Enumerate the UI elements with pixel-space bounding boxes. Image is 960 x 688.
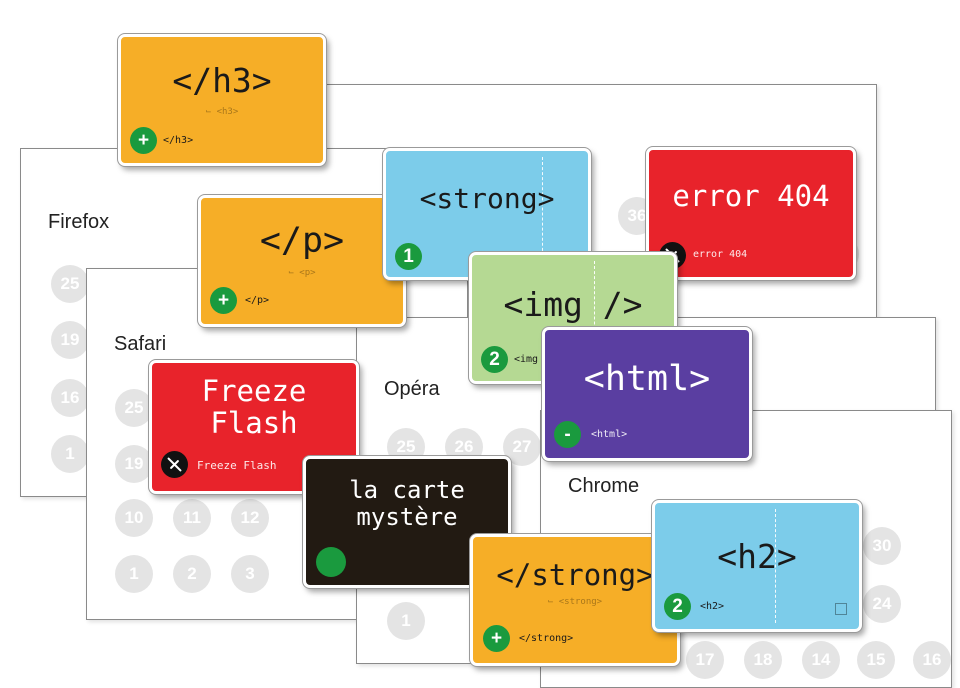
card-main-line: Freeze	[201, 374, 307, 408]
card-tag: <img	[514, 354, 539, 365]
card-error-404[interactable]: error 404 error 404	[646, 147, 856, 280]
minus-badge-icon: -	[554, 421, 581, 448]
board-cell: 17	[686, 641, 724, 679]
card-main-text: error 404	[672, 179, 830, 213]
board-cell: 30	[863, 527, 901, 565]
card-tag: </h3>	[163, 135, 194, 146]
checkbox-square-icon	[835, 603, 847, 615]
board-cell: 12	[231, 499, 269, 537]
board-cell: 27	[503, 428, 541, 466]
board-cell: 2	[173, 555, 211, 593]
card-main-text: </h3>	[172, 61, 272, 100]
card-tag: <h2>	[700, 601, 725, 612]
card-main-text: </p>	[259, 221, 345, 261]
board-cell: 24	[863, 585, 901, 623]
card-main-line: la carte	[349, 476, 465, 504]
plus-badge-icon: +	[483, 625, 510, 652]
board-title: Safari	[114, 333, 167, 355]
plus-badge-icon: +	[130, 127, 157, 154]
card-freeze-flash[interactable]: Freeze Flash Freeze Flash	[149, 360, 359, 494]
board-cell: 1	[115, 555, 153, 593]
card-tag: error 404	[693, 249, 748, 260]
board-cell: 14	[802, 641, 840, 679]
card-tag: </strong>	[519, 633, 574, 644]
card-main-text: <img />	[503, 285, 643, 324]
card-sub-text: ⌙ <p>	[288, 268, 316, 278]
card-sub-text: ⌙ <strong>	[547, 597, 603, 607]
board-cell: 3	[231, 555, 269, 593]
card-p-close[interactable]: </p> ⌙ <p> + </p>	[198, 195, 406, 327]
board-cell: 18	[744, 641, 782, 679]
broken-sword-icon	[161, 451, 188, 478]
board-title: Opéra	[384, 378, 440, 400]
card-html-open[interactable]: <html> - <html>	[542, 327, 752, 461]
card-fold-line	[775, 509, 776, 623]
card-sub-text: ⌙ <h3>	[205, 107, 239, 117]
number-badge-icon: 2	[481, 346, 508, 373]
board-cell: 16	[51, 379, 89, 417]
board-cell: 19	[51, 321, 89, 359]
board-cell: 15	[857, 641, 895, 679]
card-h2-open[interactable]: <h2> 2 <h2>	[652, 500, 862, 632]
card-tag: Freeze Flash	[197, 459, 277, 472]
board-cell: 19	[115, 445, 153, 483]
card-main-text: Freeze Flash	[152, 375, 356, 440]
board-cell: 1	[51, 435, 89, 473]
board-cell: 25	[51, 265, 89, 303]
board-cell: 10	[115, 499, 153, 537]
plus-badge-icon: +	[210, 287, 237, 314]
card-main-text: <strong>	[419, 182, 555, 215]
card-main-text: la carte mystère	[306, 477, 508, 531]
board-cell: 25	[115, 389, 153, 427]
board-cell: 16	[913, 641, 951, 679]
board-cell: 11	[173, 499, 211, 537]
card-tag: </p>	[245, 295, 270, 306]
card-tag: <html>	[591, 429, 628, 440]
card-fold-line	[594, 261, 595, 375]
card-main-line: Flash	[210, 406, 298, 441]
board-cell: 1	[387, 602, 425, 640]
number-badge-icon: 1	[395, 243, 422, 270]
board-title: Firefox	[48, 211, 110, 233]
card-main-text: <html>	[583, 359, 711, 399]
card-h3-close[interactable]: </h3> ⌙ <h3> + </h3>	[118, 34, 326, 166]
card-main-text: </strong>	[496, 558, 654, 592]
card-main-text: <h2>	[717, 537, 797, 576]
green-dot-icon	[316, 547, 346, 577]
card-fold-line	[542, 157, 543, 271]
board-title: Chrome	[568, 475, 640, 497]
card-strong-close[interactable]: </strong> ⌙ <strong> + </strong>	[470, 534, 680, 666]
card-main-line: mystère	[356, 502, 458, 531]
number-badge-icon: 2	[664, 593, 691, 620]
